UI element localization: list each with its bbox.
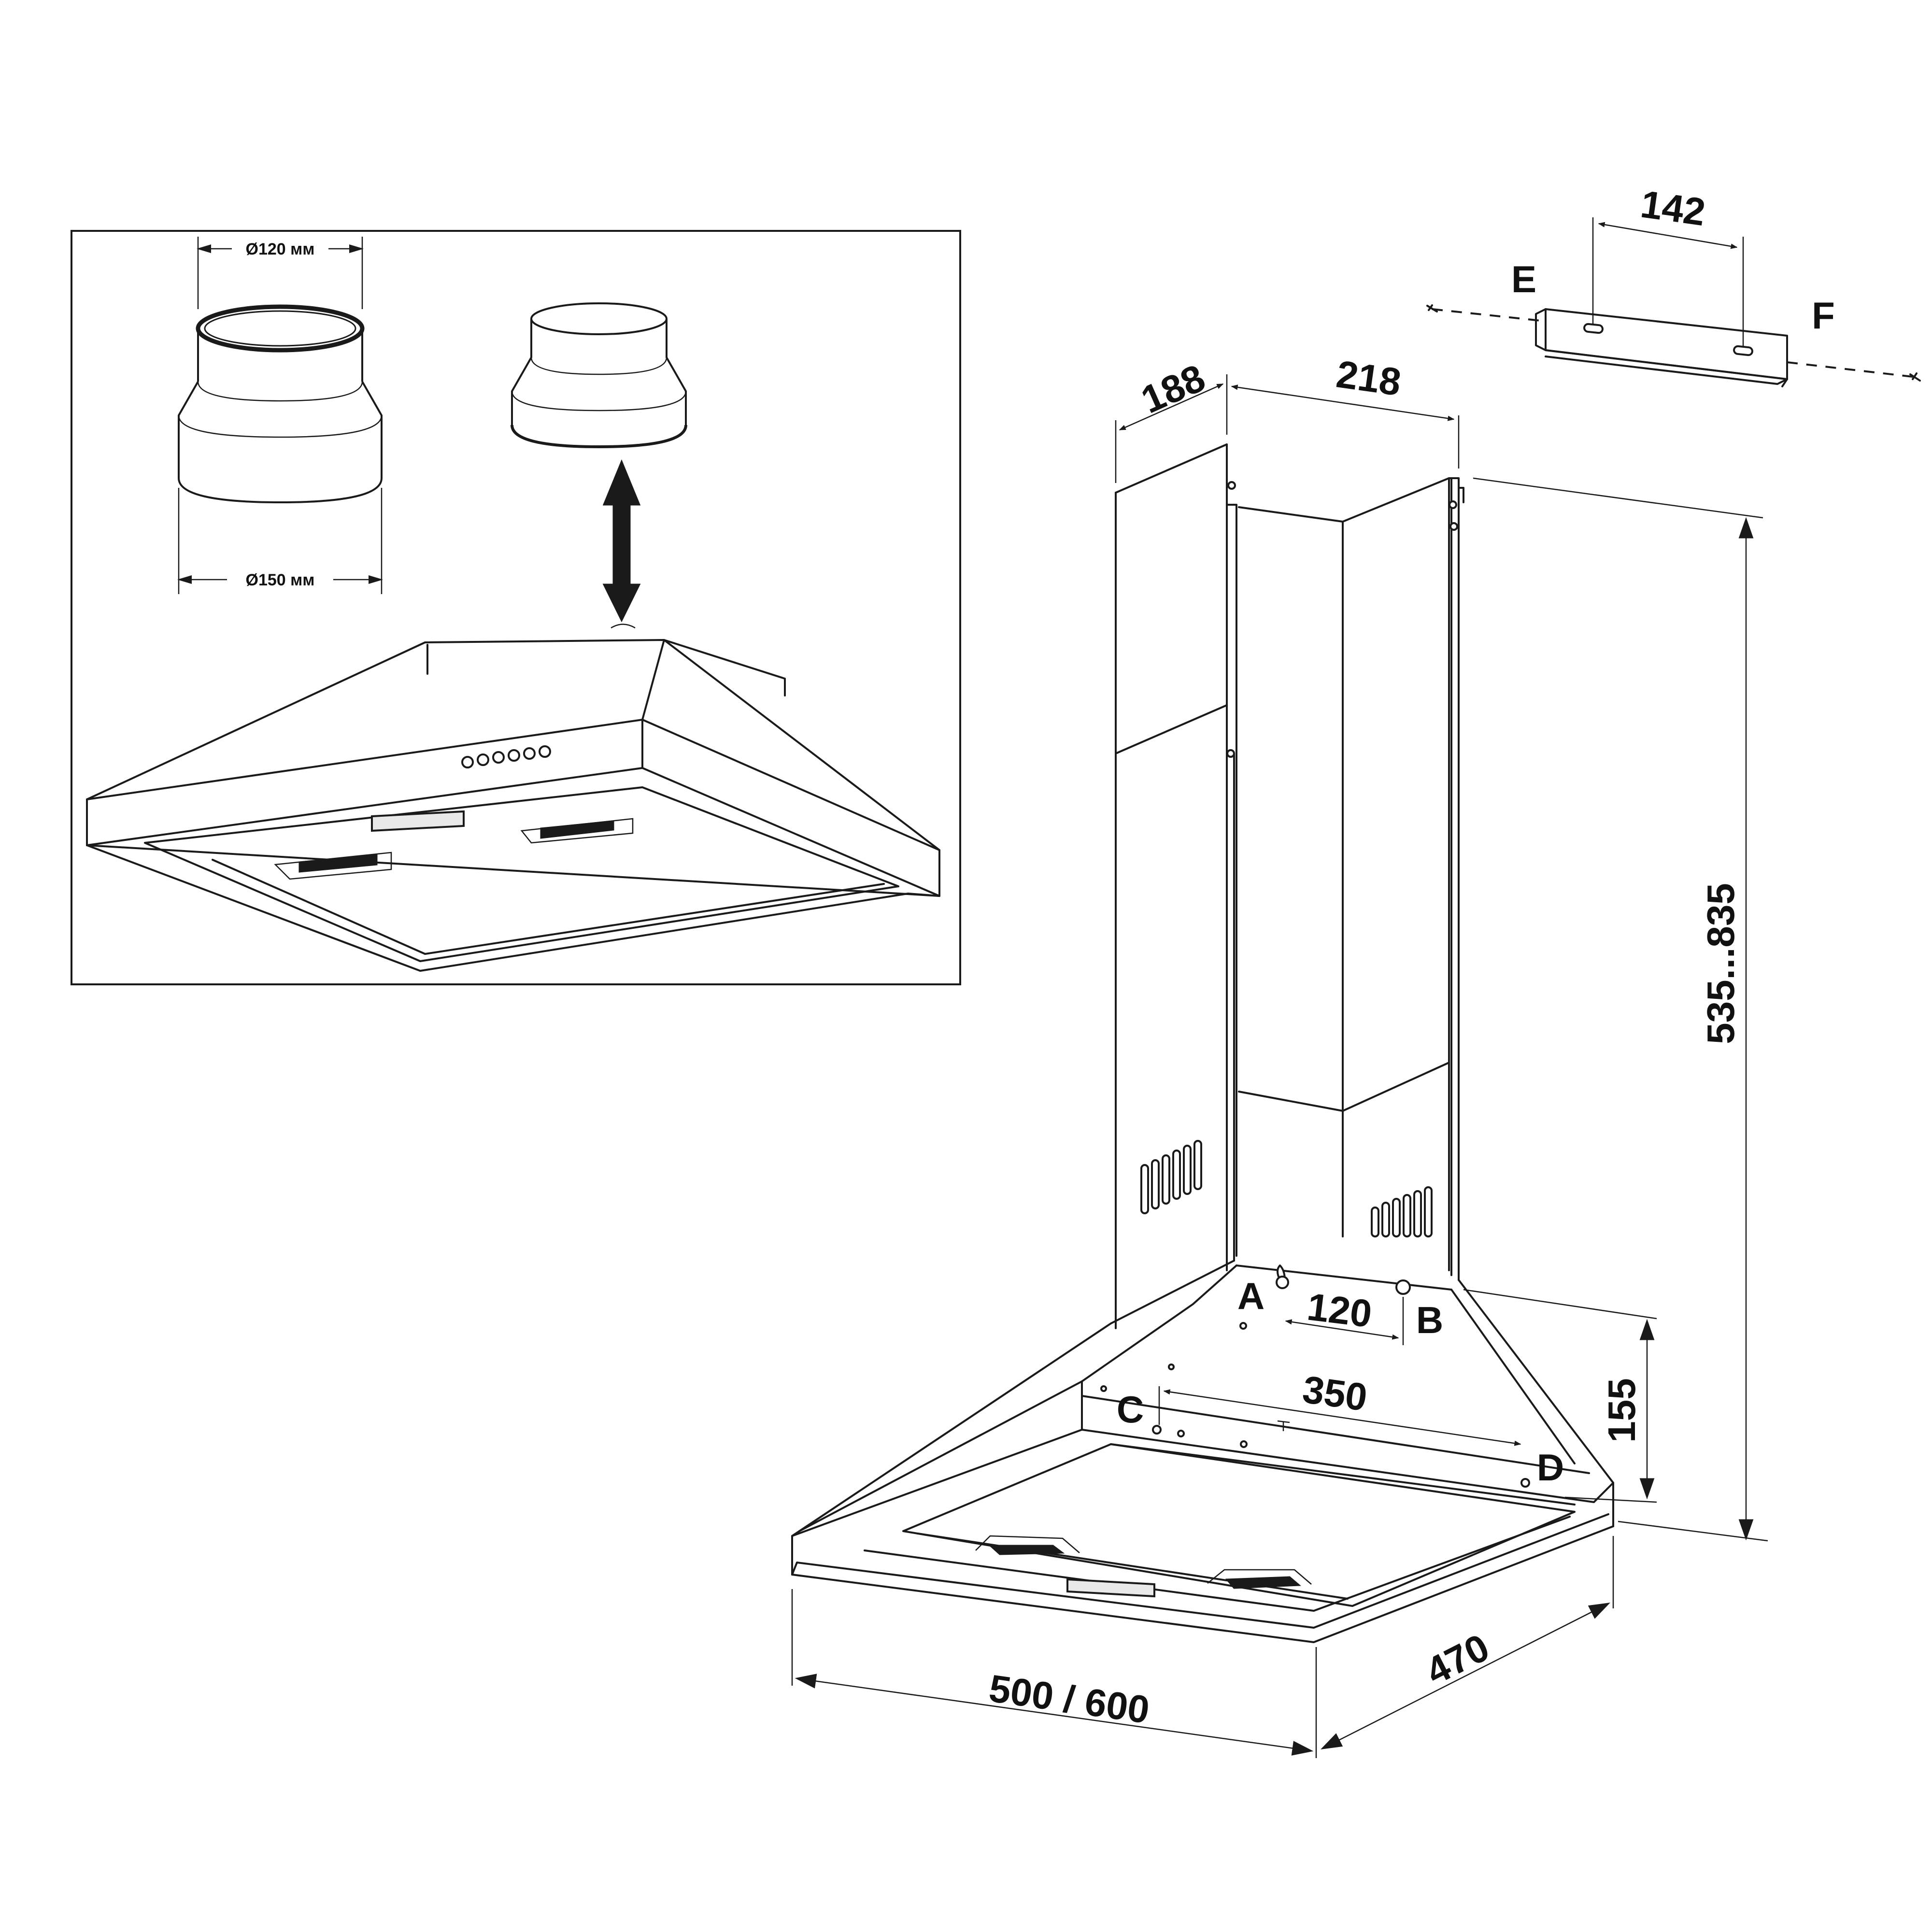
dim-hood-height: 155 xyxy=(1600,1378,1643,1442)
dim-height-range: 535...835 xyxy=(1699,883,1742,1044)
reducer-adapter-120-150 xyxy=(178,304,383,503)
dim-hole-spacing-cd: 350 xyxy=(1300,1367,1370,1419)
point-e-label: E xyxy=(1511,258,1536,300)
inset-hood xyxy=(86,639,940,972)
dim-chimney-depth: 188 xyxy=(1135,356,1211,422)
inset-panel: Ø120 мм Ø150 мм xyxy=(71,230,961,985)
labels: 142 188 218 535...835 120 350 155 500 / … xyxy=(986,182,1834,1732)
dimension-lines xyxy=(791,374,1768,1758)
vent-slots-right xyxy=(1371,1186,1433,1237)
wall-bracket xyxy=(1426,217,1921,387)
point-c-label: C xyxy=(1117,1388,1144,1431)
outlet-flange xyxy=(511,302,687,449)
vent-slots-left xyxy=(1140,1140,1202,1214)
dim-adapter-bottom: Ø150 мм xyxy=(177,488,383,594)
dim-hood-depth: 470 xyxy=(1419,1626,1496,1693)
adapter-bottom-label: Ø150 мм xyxy=(246,571,315,589)
mount-arrow xyxy=(602,459,641,629)
adapter-top-label: Ø120 мм xyxy=(246,240,315,258)
point-a-label: A xyxy=(1237,1275,1264,1317)
point-b-label: B xyxy=(1416,1299,1443,1341)
point-d-label: D xyxy=(1537,1446,1564,1489)
dim-bracket-width: 142 xyxy=(1638,182,1708,234)
dim-hood-width: 500 / 600 xyxy=(986,1666,1152,1732)
dim-chimney-width: 218 xyxy=(1334,352,1404,404)
point-f-label: F xyxy=(1812,294,1835,337)
dim-adapter-top: Ø120 мм xyxy=(197,237,364,309)
dim-hole-spacing-ab: 120 xyxy=(1305,1285,1374,1335)
